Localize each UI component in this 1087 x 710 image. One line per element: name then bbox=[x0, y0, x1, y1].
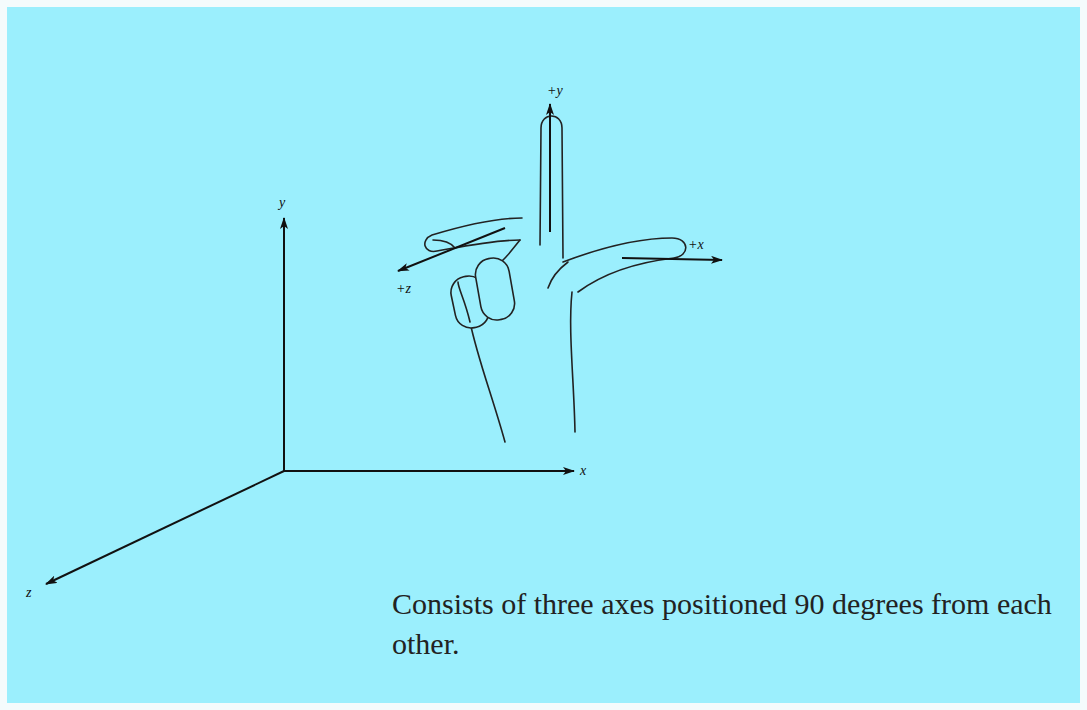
axis-label: +x bbox=[688, 238, 704, 252]
caption-text: Consists of three axes positioned 90 deg… bbox=[392, 584, 1052, 664]
axis-label: x bbox=[580, 464, 586, 478]
axis-label: +z bbox=[396, 282, 411, 296]
axis-label: z bbox=[26, 586, 31, 600]
axis-label: y bbox=[279, 196, 285, 210]
axis-label: +y bbox=[547, 84, 563, 98]
